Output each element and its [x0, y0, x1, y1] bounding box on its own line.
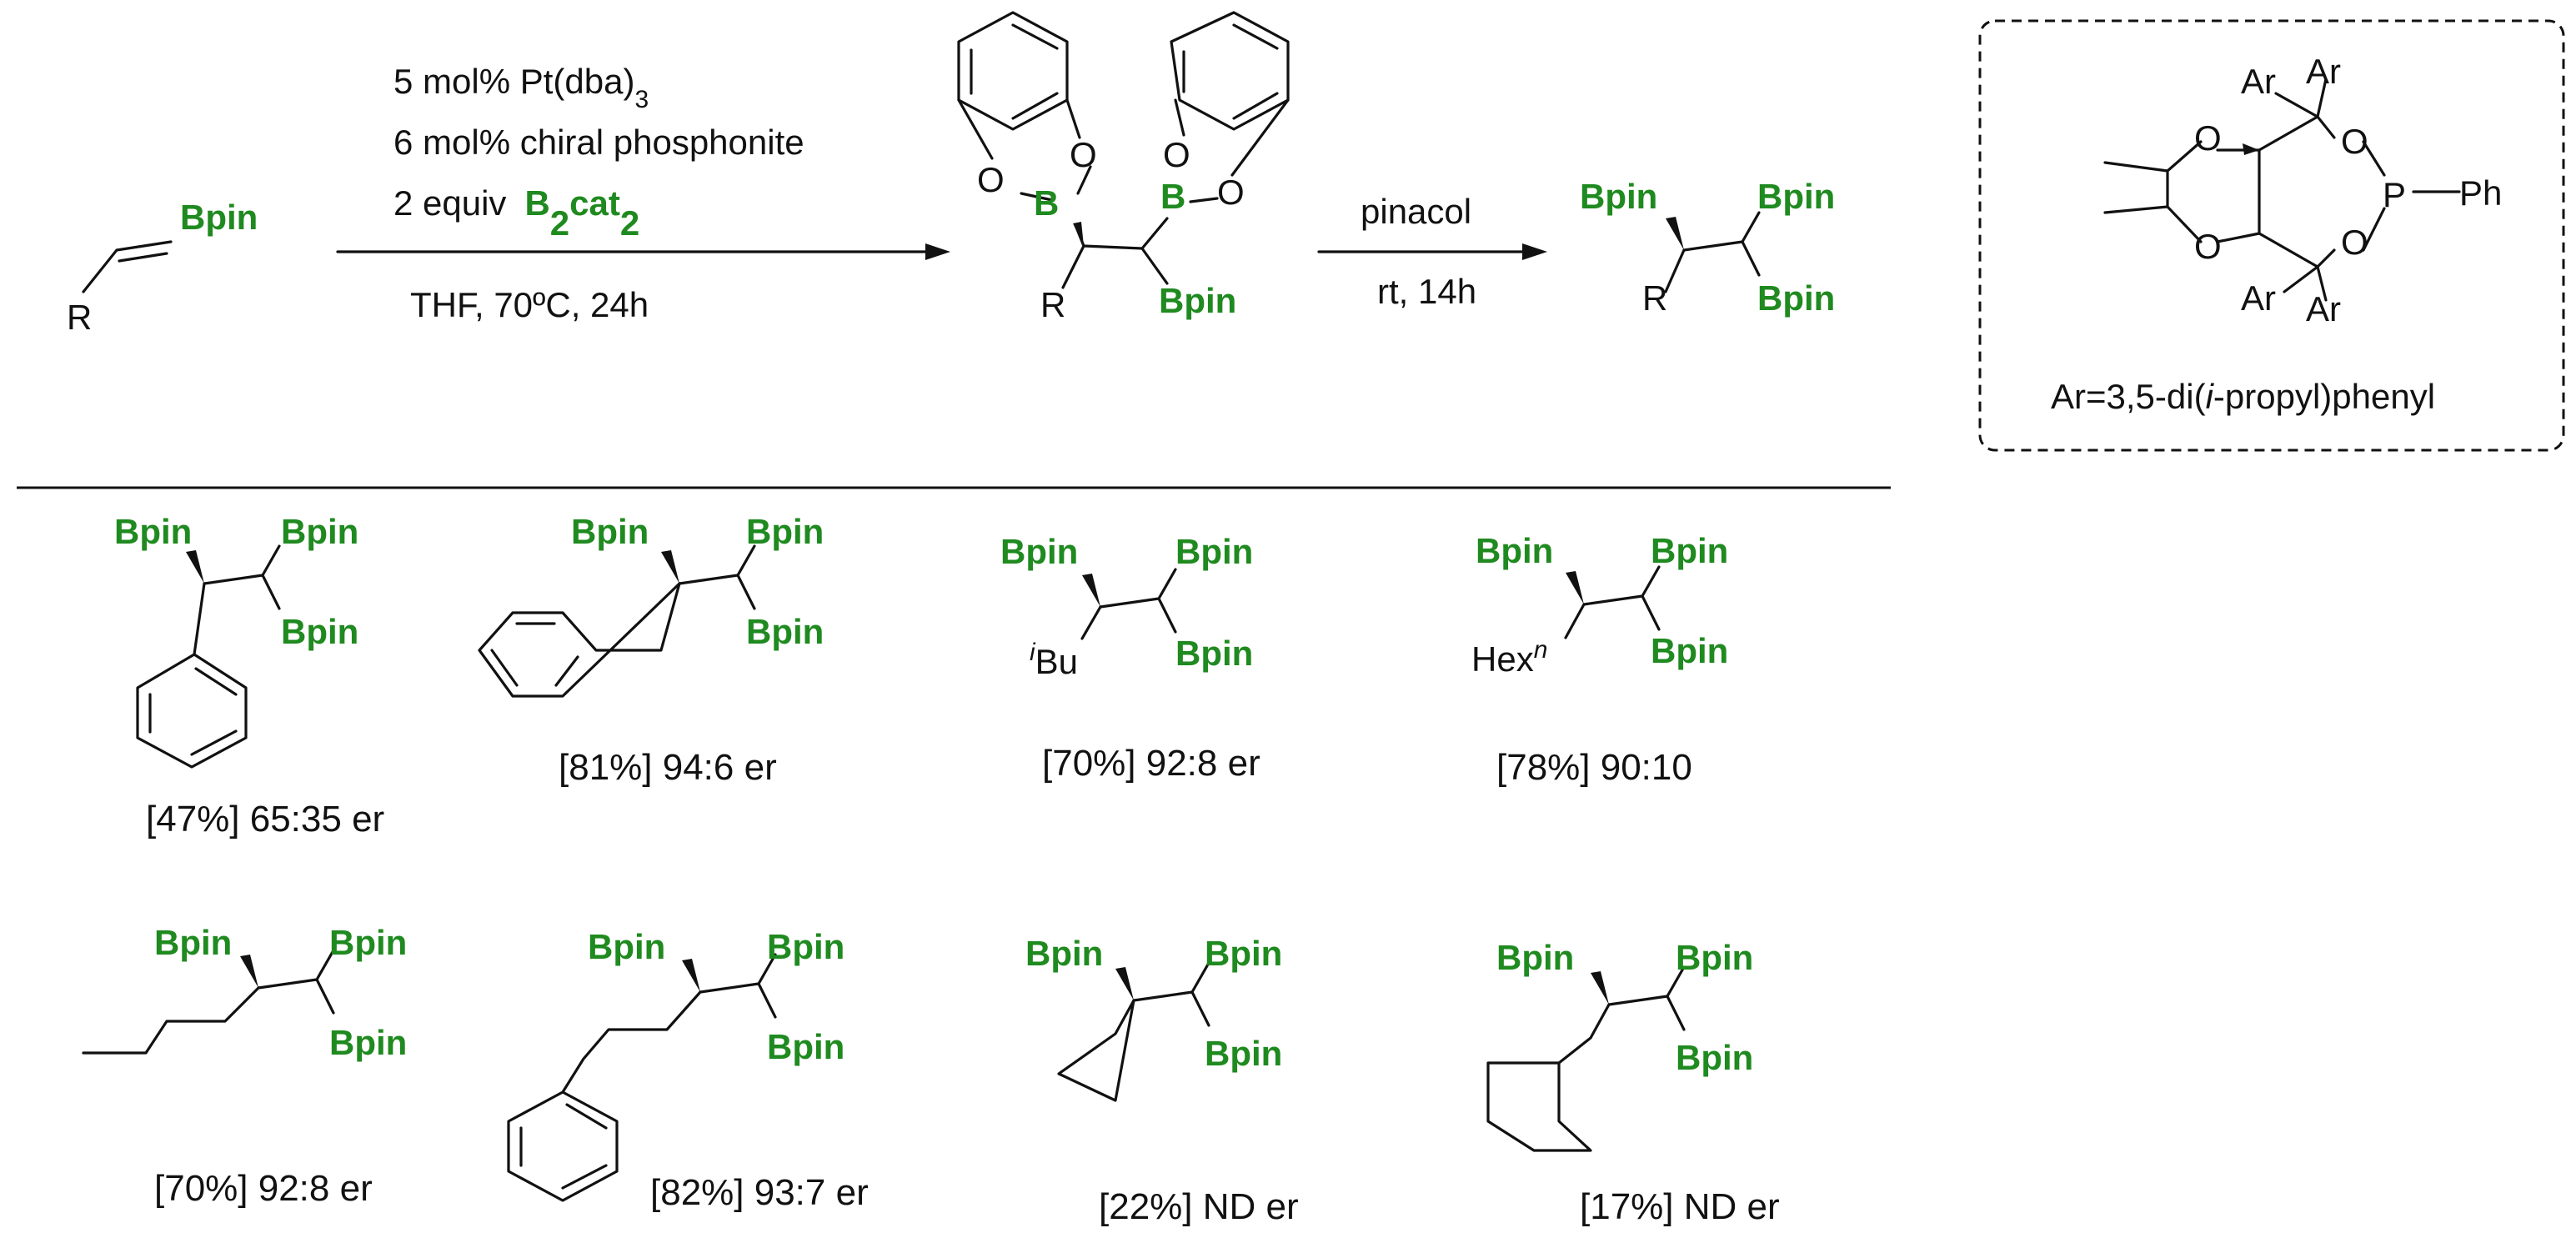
example-phenyl: Bpin Bpin Bpin	[114, 512, 358, 769]
pinacol-label: pinacol	[1361, 192, 1471, 231]
ligand-ar2: Ar	[2306, 52, 2341, 91]
reactant-r: R	[67, 298, 92, 337]
ligand-o3: O	[2341, 122, 2368, 161]
bpin-label: Bpin	[329, 923, 407, 962]
example-butyl: Bpin Bpin Bpin	[82, 923, 407, 1062]
intermediate-bpin: Bpin	[1159, 281, 1236, 320]
bpin-label: Bpin	[1651, 531, 1728, 570]
result-8: [17%] ND er	[1580, 1186, 1780, 1227]
example-phenethyl: Bpin Bpin Bpin	[507, 927, 844, 1202]
result-7: [22%] ND er	[1099, 1186, 1299, 1227]
example-hexyl: Bpin Bpin Bpin Hexn	[1471, 531, 1728, 679]
bpin-label: Bpin	[1175, 532, 1253, 571]
o-right-2: O	[1217, 173, 1245, 212]
result-3: [70%] 92:8 er	[1042, 743, 1260, 784]
ligand-ar3: Ar	[2241, 278, 2276, 318]
bpin-label: Bpin	[1476, 531, 1553, 570]
bpin-label: Bpin	[281, 612, 358, 651]
product-r: R	[1642, 278, 1667, 318]
result-4: [78%] 90:10	[1496, 747, 1692, 788]
product-bpin-2: Bpin	[1757, 177, 1835, 216]
bpin-label: Bpin	[281, 512, 358, 551]
bpin-label: Bpin	[1676, 938, 1753, 977]
hexyl-label: Hexn	[1471, 636, 1547, 679]
ligand-o1: O	[2194, 118, 2222, 158]
solvent-temp-time: THF, 70ºC, 24h	[410, 285, 649, 324]
example-cyclohexyl: Bpin Bpin Bpin	[1486, 938, 1753, 1152]
ligand-caption: Ar=3,5-di(i-propyl)phenyl	[2051, 377, 2435, 416]
bpin-label: Bpin	[746, 612, 824, 651]
result-1: [47%] 65:35 er	[146, 799, 384, 840]
bpin-label: Bpin	[1000, 532, 1078, 571]
product-bpin-3: Bpin	[1757, 278, 1835, 318]
bpin-label: Bpin	[588, 927, 665, 966]
reactant-vinylboronate: Bpin R	[67, 198, 258, 337]
isobutyl-label: iBu	[1030, 639, 1078, 682]
product-bpin-1: Bpin	[1580, 177, 1657, 216]
intermediate-r: R	[1040, 285, 1065, 324]
bpin-label: Bpin	[1175, 634, 1253, 673]
o-right-1: O	[1163, 135, 1190, 174]
bpin-label: Bpin	[114, 512, 192, 551]
result-2: [81%] 94:6 er	[559, 747, 777, 788]
bpin-label: Bpin	[1676, 1038, 1753, 1077]
o-left-1: O	[977, 160, 1005, 199]
step2-conditions: pinacol rt, 14h	[1317, 192, 1547, 311]
bpin-label: Bpin	[571, 512, 649, 551]
step1-conditions: 5 mol% Pt(dba)3 6 mol% chiral phosphonit…	[336, 62, 950, 324]
example-cyclopropyl: Bpin Bpin Bpin	[1025, 934, 1282, 1102]
bpin-label: Bpin	[1496, 938, 1574, 977]
reactant-bpin: Bpin	[180, 198, 258, 237]
b-right: B	[1160, 177, 1185, 216]
bpin-label: Bpin	[1205, 934, 1282, 973]
ligand-box: O O O O P Ph Ar Ar Ar Ar Ar=3,5-di(i-pro…	[1978, 19, 2565, 452]
ligand-loading: 6 mol% chiral phosphonite	[393, 123, 804, 162]
ligand-ar1: Ar	[2241, 62, 2276, 101]
b-left: B	[1034, 183, 1059, 223]
ligand-o2: O	[2194, 227, 2222, 266]
ligand-ar4: Ar	[2306, 289, 2341, 328]
bpin-label: Bpin	[746, 512, 824, 551]
o-left-2: O	[1070, 135, 1097, 174]
bpin-label: Bpin	[1651, 631, 1728, 670]
bpin-label: Bpin	[1205, 1034, 1282, 1073]
ligand-p: P	[2383, 175, 2406, 214]
catalyst-loading: 5 mol% Pt(dba)3	[393, 62, 649, 113]
bpin-label: Bpin	[767, 1027, 844, 1066]
rt-time-label: rt, 14h	[1377, 272, 1476, 311]
ligand-o4: O	[2341, 223, 2368, 262]
product-triboronate: Bpin Bpin Bpin R	[1580, 177, 1835, 318]
ligand-ph: Ph	[2459, 173, 2502, 213]
result-5: [70%] 92:8 er	[154, 1168, 373, 1209]
result-6: [82%] 93:7 er	[650, 1172, 869, 1213]
bpin-label: Bpin	[154, 923, 232, 962]
bpin-label: Bpin	[767, 927, 844, 966]
intermediate-bis-bcat: O O B O O B R Bpin	[957, 11, 1290, 324]
example-isobutyl: Bpin Bpin Bpin iBu	[1000, 532, 1253, 681]
bpin-label: Bpin	[1025, 934, 1103, 973]
bpin-label: Bpin	[329, 1023, 407, 1062]
example-benzyl: Bpin Bpin Bpin	[478, 512, 824, 698]
